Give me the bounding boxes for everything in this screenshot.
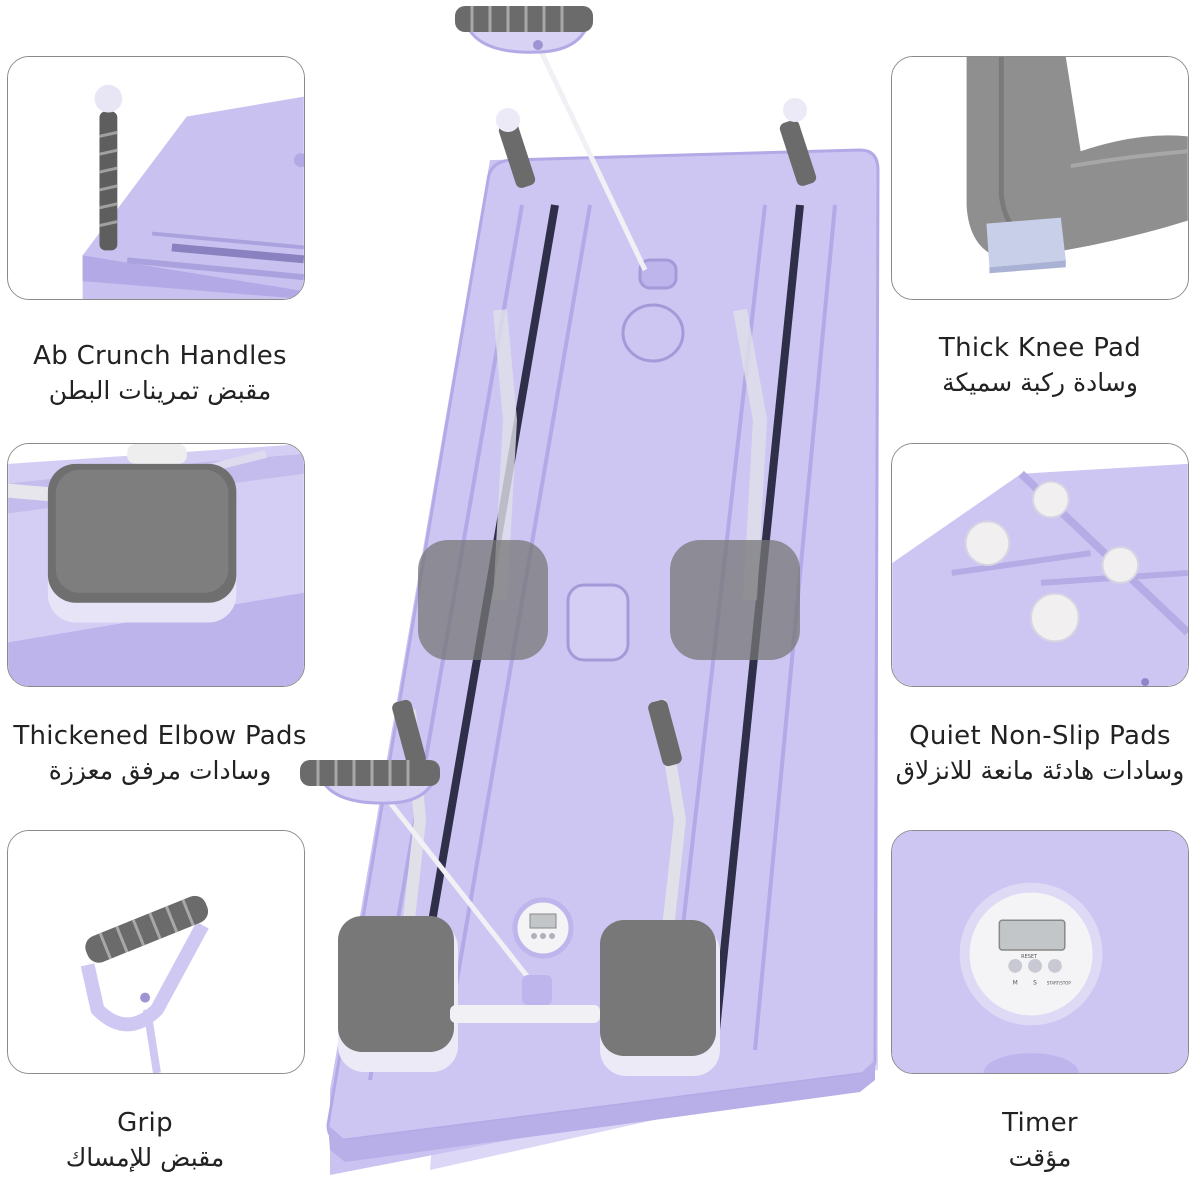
feature-title-en: Thickened Elbow Pads xyxy=(13,721,307,751)
feature-image-grip xyxy=(7,830,305,1074)
feature-caption-ab-crunch-handles: Ab Crunch Handles مقبض تمرينات البطن xyxy=(0,340,320,406)
feature-title-en: Thick Knee Pad xyxy=(938,333,1142,363)
top-grip-handle xyxy=(455,6,648,272)
feature-image-elbow-pads xyxy=(7,443,305,687)
feature-title-ar: وسادات مرفق معززة xyxy=(48,755,272,785)
feature-caption-non-slip-pads: Quiet Non-Slip Pads وسادات هادئة مانعة ل… xyxy=(880,720,1200,786)
feature-caption-grip: Grip مقبض للإمساك xyxy=(0,1107,305,1173)
feature-caption-knee-pad: Thick Knee Pad وسادة ركبة سميكة xyxy=(880,332,1200,398)
grip-handle-icon xyxy=(8,831,304,1073)
feature-title-ar: مقبض للإمساك xyxy=(65,1142,225,1172)
timer-reset-label: RESET xyxy=(1021,954,1038,960)
ab-handle-icon xyxy=(8,57,304,299)
board-timer xyxy=(512,897,574,959)
timer-button-start-label: START/STOP xyxy=(1047,981,1072,986)
ab-board-device-illustration xyxy=(300,6,880,1175)
feature-caption-timer: Timer مؤقت xyxy=(880,1107,1200,1173)
non-slip-pad-icon xyxy=(892,444,1188,686)
top-posts xyxy=(496,98,817,188)
feature-image-timer: RESET M S START/STOP xyxy=(891,830,1189,1074)
timer-button-s-label: S xyxy=(1033,980,1037,987)
feature-caption-elbow-pads: Thickened Elbow Pads وسادات مرفق معززة xyxy=(0,720,320,786)
feature-image-knee-pad xyxy=(891,56,1189,300)
timer-icon: RESET M S START/STOP xyxy=(892,831,1188,1073)
elbow-pad-icon xyxy=(8,444,304,686)
knee-pad-icon xyxy=(892,57,1188,299)
feature-title-ar: وسادة ركبة سميكة xyxy=(942,367,1138,397)
feature-image-ab-crunch-handles xyxy=(7,56,305,300)
feature-title-ar: وسادات هادئة مانعة للانزلاق xyxy=(895,755,1185,785)
lower-posts xyxy=(392,699,682,767)
feature-title-en: Timer xyxy=(1002,1108,1078,1138)
lower-grip-handle xyxy=(300,760,540,992)
motion-elbow-pads xyxy=(418,540,800,660)
feature-title-en: Ab Crunch Handles xyxy=(33,341,287,371)
feature-image-non-slip-pads xyxy=(891,443,1189,687)
foot-pads xyxy=(338,916,720,1076)
timer-button-m-label: M xyxy=(1013,980,1018,987)
feature-title-en: Quiet Non-Slip Pads xyxy=(909,721,1171,751)
feature-title-ar: مقبض تمرينات البطن xyxy=(48,375,272,405)
feature-title-en: Grip xyxy=(117,1108,173,1138)
feature-title-ar: مؤقت xyxy=(1008,1142,1072,1172)
